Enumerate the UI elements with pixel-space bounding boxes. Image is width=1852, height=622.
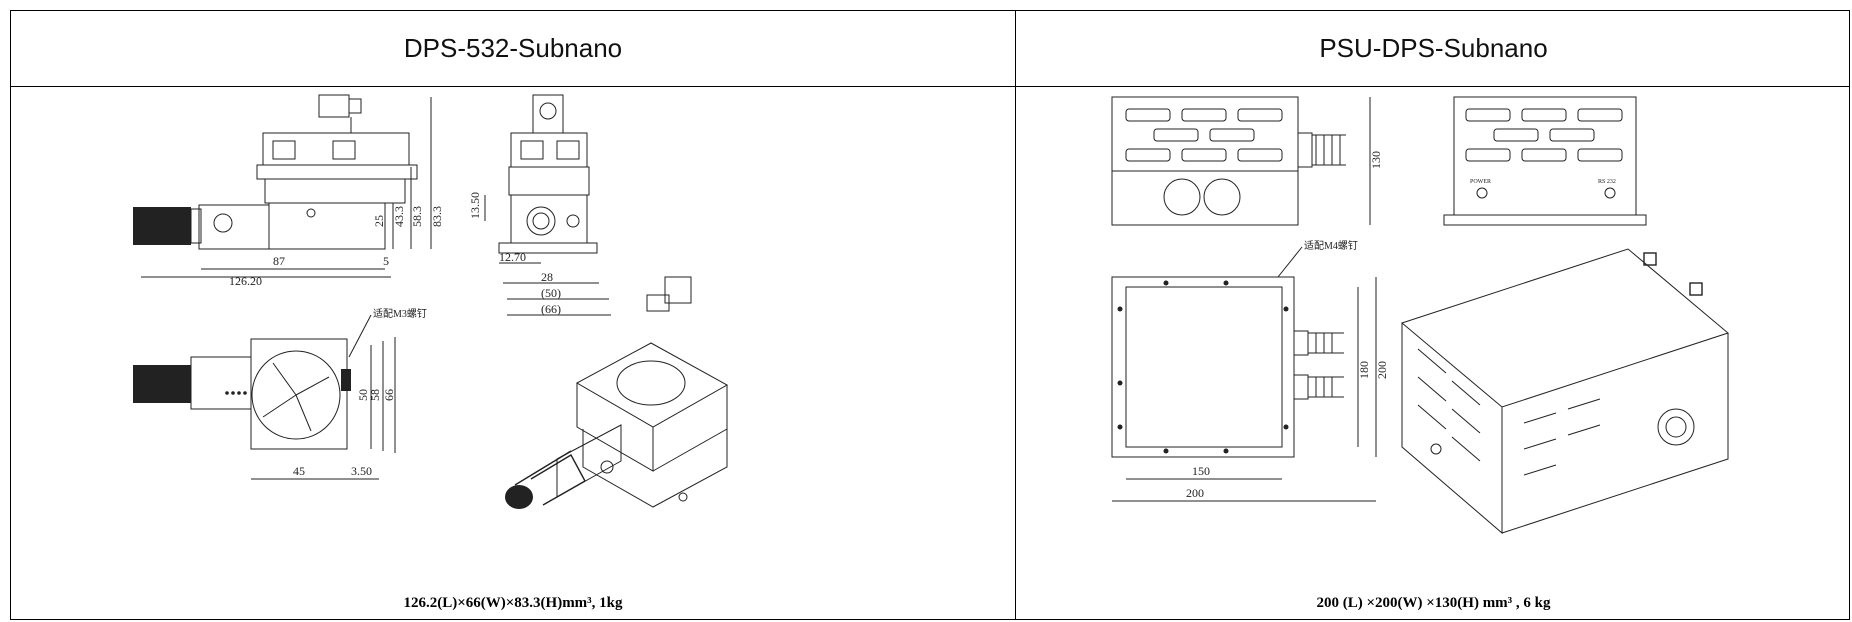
psu-isometric-view xyxy=(1400,248,1730,535)
dim-50: 50 xyxy=(356,389,370,401)
dim-130: 130 xyxy=(1369,151,1383,169)
dim-45: 45 xyxy=(293,464,305,478)
dim-3-50: 3.50 xyxy=(351,464,372,478)
laser-head-drawings: 87 5 126.20 25 43.3 58.3 83.3 xyxy=(133,94,729,509)
power-label: POWER xyxy=(1470,179,1491,185)
dim-83-3: 83.3 xyxy=(430,206,444,227)
dim-150: 150 xyxy=(1192,464,1210,478)
laser-head-title: DPS-532-Subnano xyxy=(403,33,623,63)
dim-50-paren: (50) xyxy=(541,286,561,300)
rs232-label: RS 232 xyxy=(1598,179,1616,185)
isometric-view xyxy=(505,276,729,509)
dim-66: 66 xyxy=(382,389,396,401)
dim-200-vertical: 200 xyxy=(1375,361,1389,379)
side-view: 87 5 126.20 25 43.3 58.3 83.3 xyxy=(133,94,444,288)
dim-58: 58 xyxy=(368,389,382,401)
dim-180: 180 xyxy=(1357,361,1371,379)
power-supply-drawings: 130 POWER RS 232 xyxy=(1111,96,1730,535)
psu-top-view: 适配M4螺钉 180 200 150 200 xyxy=(1111,240,1389,502)
dim-58-3: 58.3 xyxy=(410,206,424,227)
header-divider xyxy=(11,86,1849,87)
laser-head-caption: 126.2(L)×66(W)×83.3(H)mm³, 1kg xyxy=(403,595,623,611)
dim-66-paren: (66) xyxy=(541,302,561,316)
m4-screw-note: 适配M4螺钉 xyxy=(1304,240,1358,252)
psu-rear-view: POWER RS 232 xyxy=(1443,96,1647,226)
dim-13-50: 13.50 xyxy=(468,192,482,219)
dim-126-20: 126.20 xyxy=(229,274,262,288)
dim-200-horizontal: 200 xyxy=(1186,486,1204,500)
dim-5: 5 xyxy=(383,254,389,268)
power-supply-caption: 200 (L) ×200(W) ×130(H) mm³ , 6 kg xyxy=(1316,595,1551,611)
dim-25: 25 xyxy=(372,215,386,227)
dim-87: 87 xyxy=(273,254,285,268)
dim-43-3: 43.3 xyxy=(392,206,406,227)
dim-12-70: 12.70 xyxy=(499,250,526,264)
m3-screw-note: 适配M3螺钉 xyxy=(373,308,427,320)
top-view: 适配M3螺钉 50 58 66 45 3.50 xyxy=(133,308,427,480)
power-supply-title: PSU-DPS-Subnano xyxy=(1319,33,1548,63)
front-view: 13.50 12.70 28 (50) (66) xyxy=(468,94,611,316)
column-divider xyxy=(1015,11,1016,619)
psu-front-view: 130 xyxy=(1111,96,1383,226)
spec-sheet: DPS-532-Subnano PSU-DPS-Subnano 87 5 xyxy=(10,10,1850,620)
dim-28: 28 xyxy=(541,270,553,284)
